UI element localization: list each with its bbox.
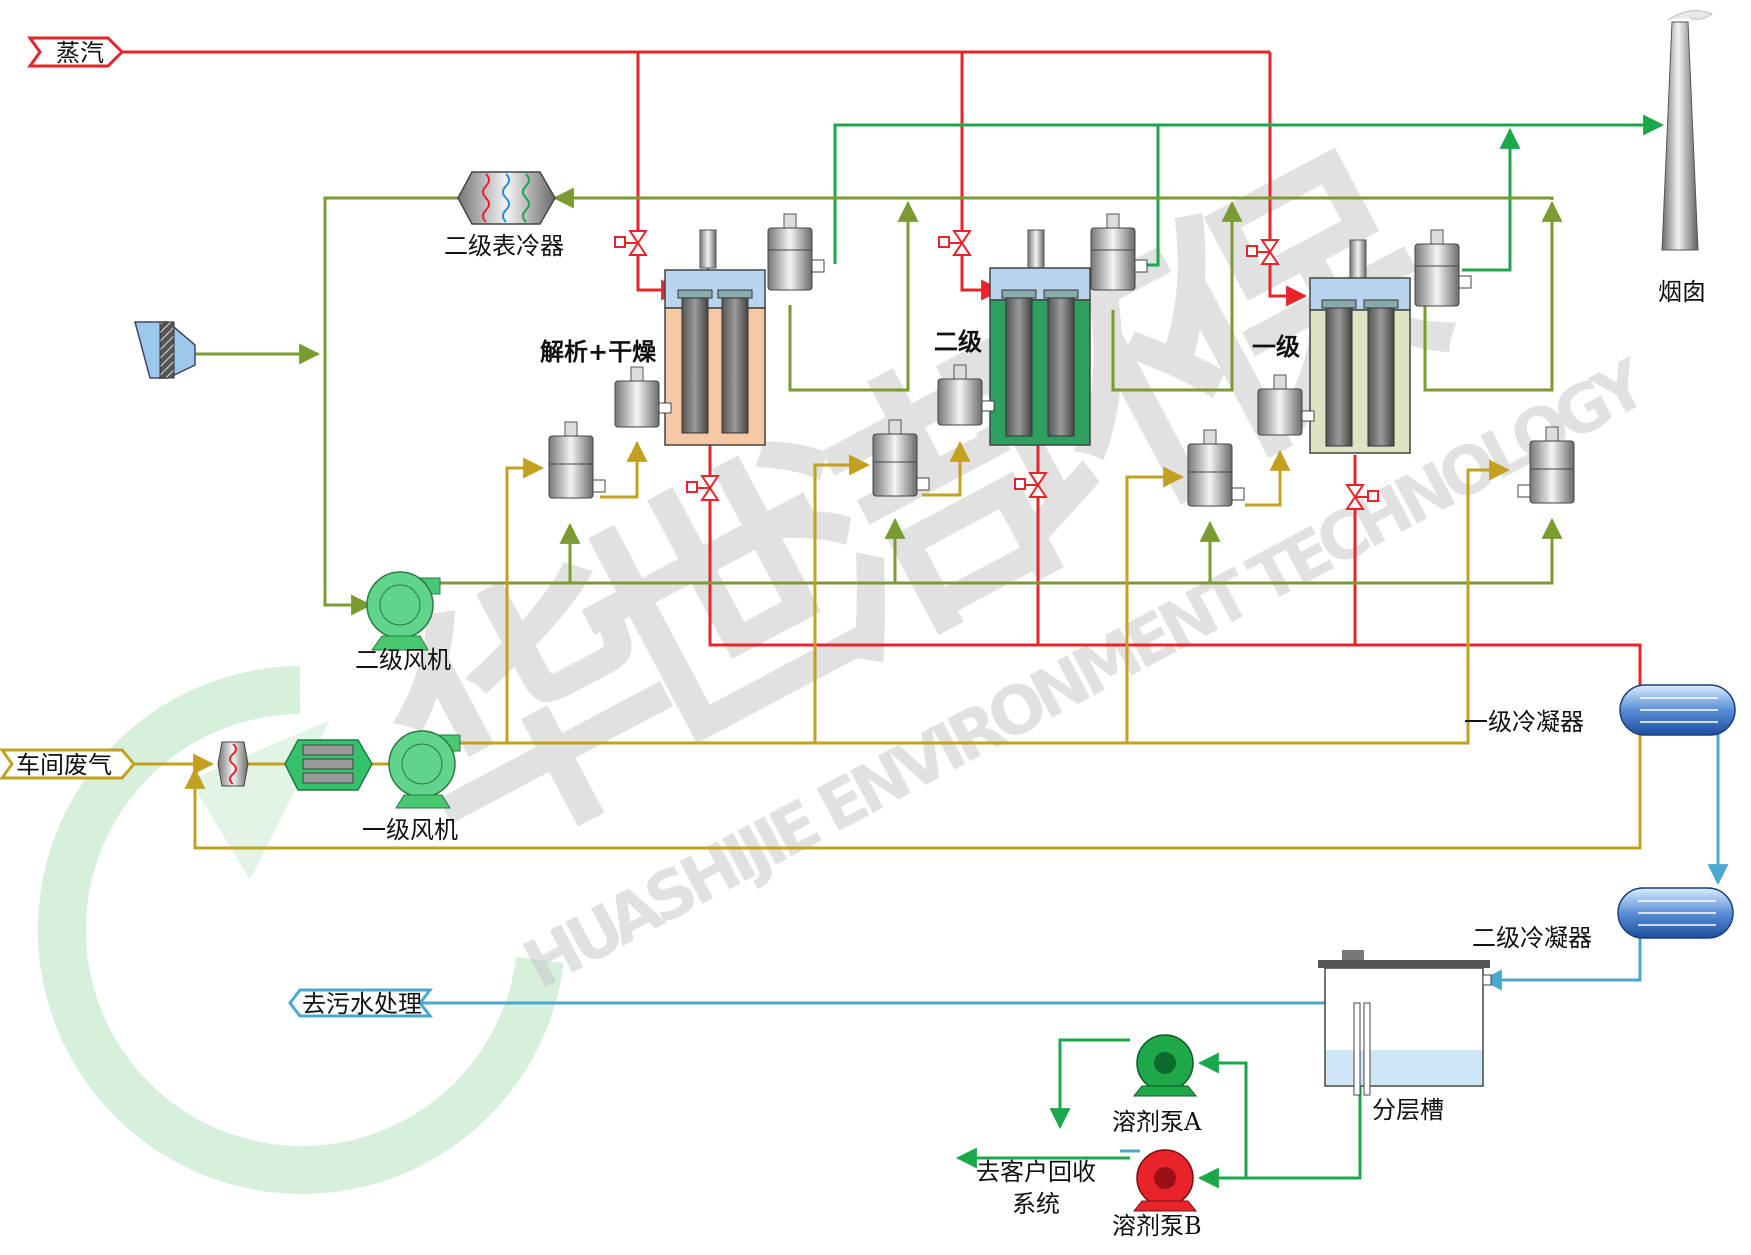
chimney-label: 烟囱 (1658, 278, 1706, 306)
watermark-logo-ring (37, 666, 564, 1194)
secondary-surface-cooler-label: 二级表冷器 (444, 232, 564, 260)
filter-unit (614, 366, 672, 428)
filter-units (548, 213, 1575, 507)
steam-valve (614, 230, 648, 256)
filter-unit (767, 213, 825, 291)
solvent-pump-b-label: 溶剂泵B (1112, 1212, 1202, 1240)
layer-tank (1318, 950, 1492, 1096)
steam-label: 蒸汽 (56, 39, 104, 67)
return-air-lines (195, 187, 1563, 616)
steam-valve (1246, 239, 1280, 265)
desorption-drying-label: 解析+干燥 (540, 338, 657, 366)
filter-unit (1517, 426, 1575, 504)
filter-unit (1187, 429, 1245, 507)
filter-unit (1257, 374, 1315, 436)
filter-unit (872, 419, 930, 497)
stage-two-label: 二级 (934, 328, 982, 356)
solvent-pump-a-label: 溶剂泵A (1112, 1108, 1202, 1136)
condensate-lines (297, 730, 1729, 1014)
adsorber-stage-two (989, 229, 1091, 446)
clean-air-lines (833, 114, 1665, 272)
air-intake-filter (134, 321, 196, 379)
secondary-condenser (1617, 887, 1734, 939)
to-recovery-label-line1: 去客户回收 (976, 1158, 1096, 1186)
solvent-pump-a (1132, 1034, 1198, 1097)
secondary-condenser-label: 二级冷凝器 (1472, 924, 1592, 952)
filter-unit (937, 364, 995, 426)
workshop-exhaust-label: 车间废气 (16, 751, 112, 779)
valves (614, 230, 1379, 510)
solvent-lines (955, 1038, 1362, 1189)
solvent-pump-b (1132, 1149, 1198, 1212)
secondary-fan (366, 571, 441, 651)
filter-unit (1090, 213, 1148, 291)
steam-valve (938, 230, 972, 256)
adsorber-desorption-drying (664, 229, 766, 446)
waste-gas-lines (135, 440, 1642, 850)
primary-condenser-label: 一级冷凝器 (1464, 708, 1584, 736)
filter-unit (1414, 229, 1472, 307)
pre-filter (284, 739, 373, 791)
wastewater-tag: 去污水处理 (288, 988, 434, 1018)
filter-unit (548, 421, 606, 499)
workshop-exhaust-tag: 车间废气 (0, 748, 136, 780)
to-wastewater-label: 去污水处理 (302, 990, 422, 1018)
to-recovery-label-line2: 系统 (1012, 1190, 1060, 1218)
secondary-fan-label: 二级风机 (355, 646, 451, 674)
outlet-valve (1014, 472, 1048, 498)
primary-condenser (1619, 684, 1736, 736)
adsorber-stage-one (1309, 239, 1411, 454)
pre-heater (217, 741, 249, 787)
primary-fan-label: 一级风机 (362, 816, 458, 844)
layer-tank-label: 分层槽 (1372, 1096, 1444, 1124)
outlet-valve (1345, 484, 1379, 510)
steam-source-tag: 蒸汽 (27, 36, 125, 68)
outlet-valve (686, 475, 720, 501)
chimney (1661, 10, 1714, 251)
stage-one-label: 一级 (1252, 333, 1300, 361)
primary-fan (388, 730, 461, 809)
secondary-surface-cooler (457, 171, 556, 225)
